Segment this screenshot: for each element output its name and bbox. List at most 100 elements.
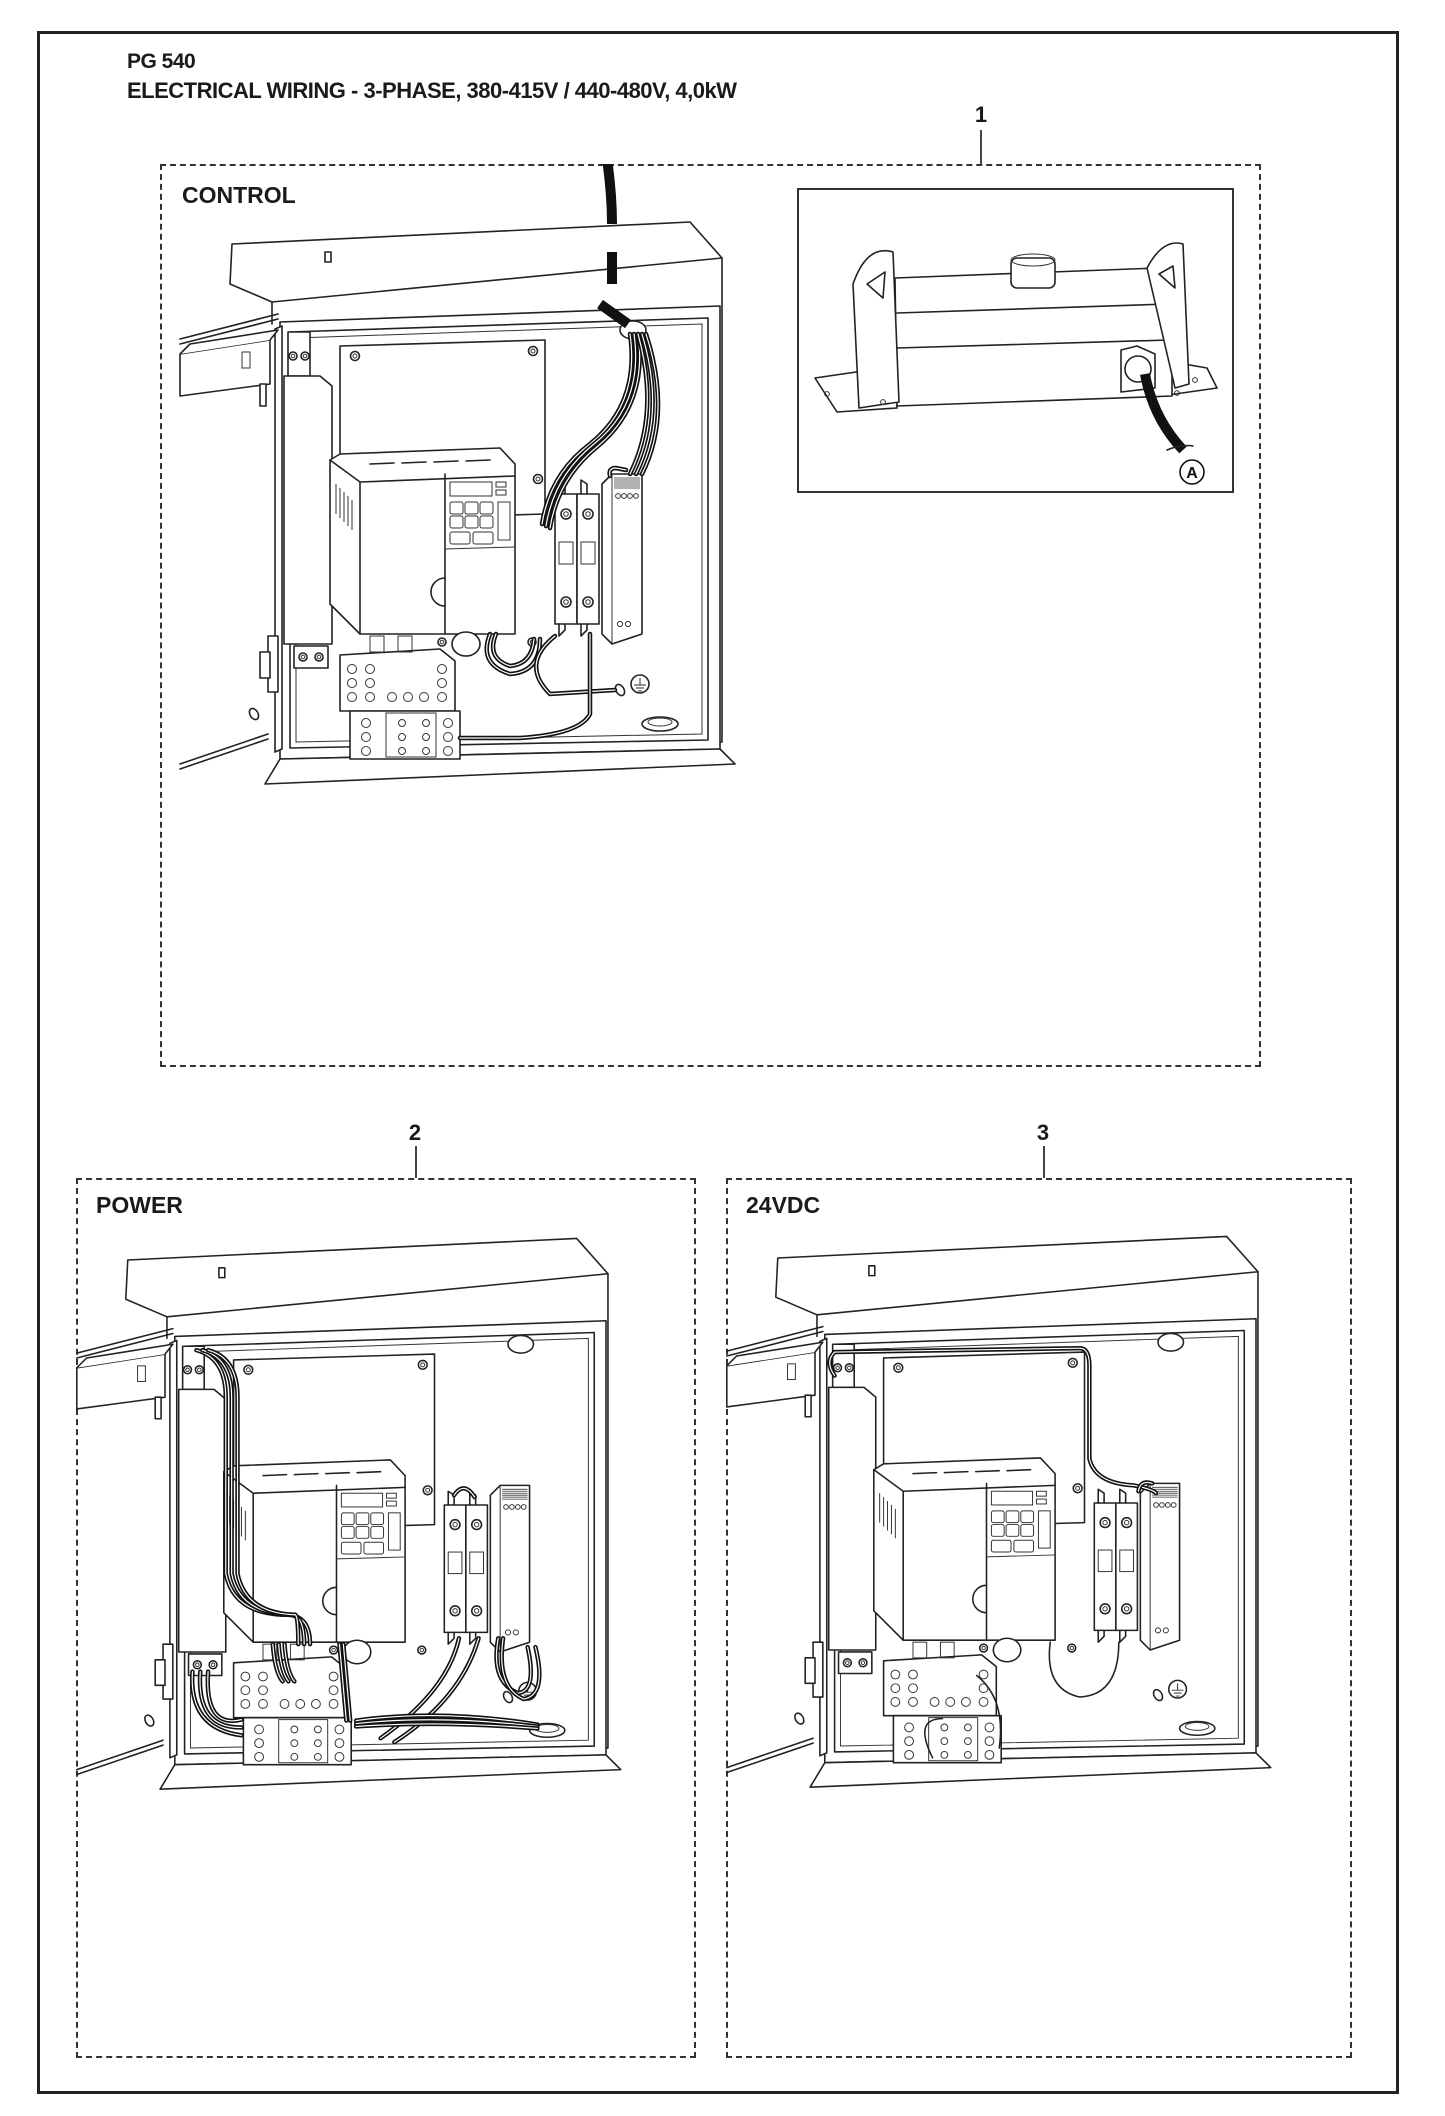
inverter-keypad-button [1013,1539,1035,1553]
inverter-vent-slot [262,1473,288,1477]
wire-highlight [549,333,641,529]
breaker-terminal-screw [449,1518,461,1531]
door-screw [144,1714,155,1727]
contactor-terminal [437,692,447,702]
door-top-edge-2 [726,1330,824,1357]
terminal-block-assembly [339,648,461,760]
inverter-led [385,1500,397,1507]
main-switch-shaft [804,1394,812,1418]
inverter-led [495,481,507,488]
breaker-terminal-screw [1120,1516,1133,1529]
inverter-vent-slot [974,1469,1001,1473]
dc24-wire-breaker-loop [1048,1641,1120,1698]
screw-center [195,1662,200,1667]
screw-center [210,1662,216,1667]
inverter-display [449,481,493,497]
inverter-body [223,1459,406,1643]
wire-highlight [380,1637,460,1739]
electrical-cabinet [76,1237,622,1790]
main-switch-window [241,351,251,369]
breaker-bottom-terminal-fin [447,1631,455,1645]
ear-slot-left [866,271,886,299]
inverter-keypad-button [1020,1510,1035,1524]
din-terminal-screw [208,1660,218,1670]
psu-terminal [509,1504,515,1510]
cable-gland-side [992,1637,1022,1663]
remote-cable [602,164,617,225]
relay-terminal [963,1723,972,1732]
screw-center [352,353,358,359]
lid-latch-icon [324,251,332,263]
mounting-plate-screw [532,473,544,485]
breaker-terminal-screw [1099,1516,1111,1529]
door-bottom-edge-2 [726,1742,814,1774]
wire-highlight [278,1643,290,1682]
breaker-terminal-screw [470,1518,483,1531]
screw-center [1102,1519,1108,1526]
screw-center [847,1365,852,1371]
relay-terminal [361,732,371,742]
relay-terminal [984,1736,995,1747]
screw-center [860,1660,866,1665]
section-label-control: CONTROL [182,182,296,208]
breaker-top-terminal-fin [1118,1488,1127,1504]
electrical-cabinet [726,1235,1272,1788]
screw-center [197,1367,202,1373]
screw-center [1069,1645,1075,1651]
cable-gland-top [1157,1332,1185,1352]
wire-highlight [629,333,648,475]
remote-cable [1140,373,1187,454]
psu-terminal [1159,1502,1165,1508]
screw-center [835,1365,840,1371]
relay-terminal [313,1739,322,1748]
inverter-keypad-button [340,1526,355,1539]
flange-hole [1174,390,1180,396]
inverter-vent-slot [356,1470,382,1474]
wire-highlight [829,1347,1157,1494]
relay-terminal [334,1724,345,1735]
wire-highlight [459,633,591,739]
relay-terminal [334,1738,345,1749]
main-switch-handle-top [726,1341,824,1367]
inverter-keypad-button [449,531,471,545]
screw-center [845,1660,850,1665]
door-hinge-pin [804,1657,816,1685]
callout-leader-2 [415,1146,417,1178]
relay-terminal [940,1723,949,1732]
cable-gland-bottom [1178,1720,1216,1737]
main-switch-terminal [182,1365,193,1375]
callout-leader-3 [1043,1146,1045,1178]
section-label-24vdc: 24VDC [746,1192,821,1218]
relay-dial-block [928,1717,979,1762]
contactor-terminal [365,692,375,702]
relay-terminal [443,718,453,728]
contactor-aux-terminal [279,1699,290,1709]
inverter-display [340,1492,384,1508]
earth-stud [502,1690,514,1704]
breaker-terminal-screw [560,508,572,520]
section-control: CONTROL [160,164,1261,1067]
door-hinge-pin [154,1659,166,1687]
contactor-terminal [328,1671,339,1682]
inverter-vent-slot [912,1471,938,1475]
emergency-stop-button-icon [1010,257,1056,289]
relay-terminal [254,1751,264,1762]
wire-highlight [338,1643,347,1722]
psu-terminal [1164,1502,1171,1508]
psu-terminal [616,620,624,628]
relay-terminal [963,1750,972,1759]
door-bottom-edge [179,733,269,765]
cable-gland-top [507,1334,535,1354]
wire-highlight [453,1487,476,1498]
circuit-breaker [1093,1488,1139,1643]
inverter-keypad-button [370,1512,385,1526]
wire-highlight [355,1714,538,1726]
power-supply-unit [489,1484,531,1653]
psu-terminal [624,620,632,628]
contactor-terminal [328,1685,339,1696]
inverter-keypad-button [472,531,494,545]
contactor-aux-terminal [419,692,429,702]
screw-center [425,1487,431,1493]
inverter-led [1035,1498,1047,1505]
screw-center [290,353,296,359]
